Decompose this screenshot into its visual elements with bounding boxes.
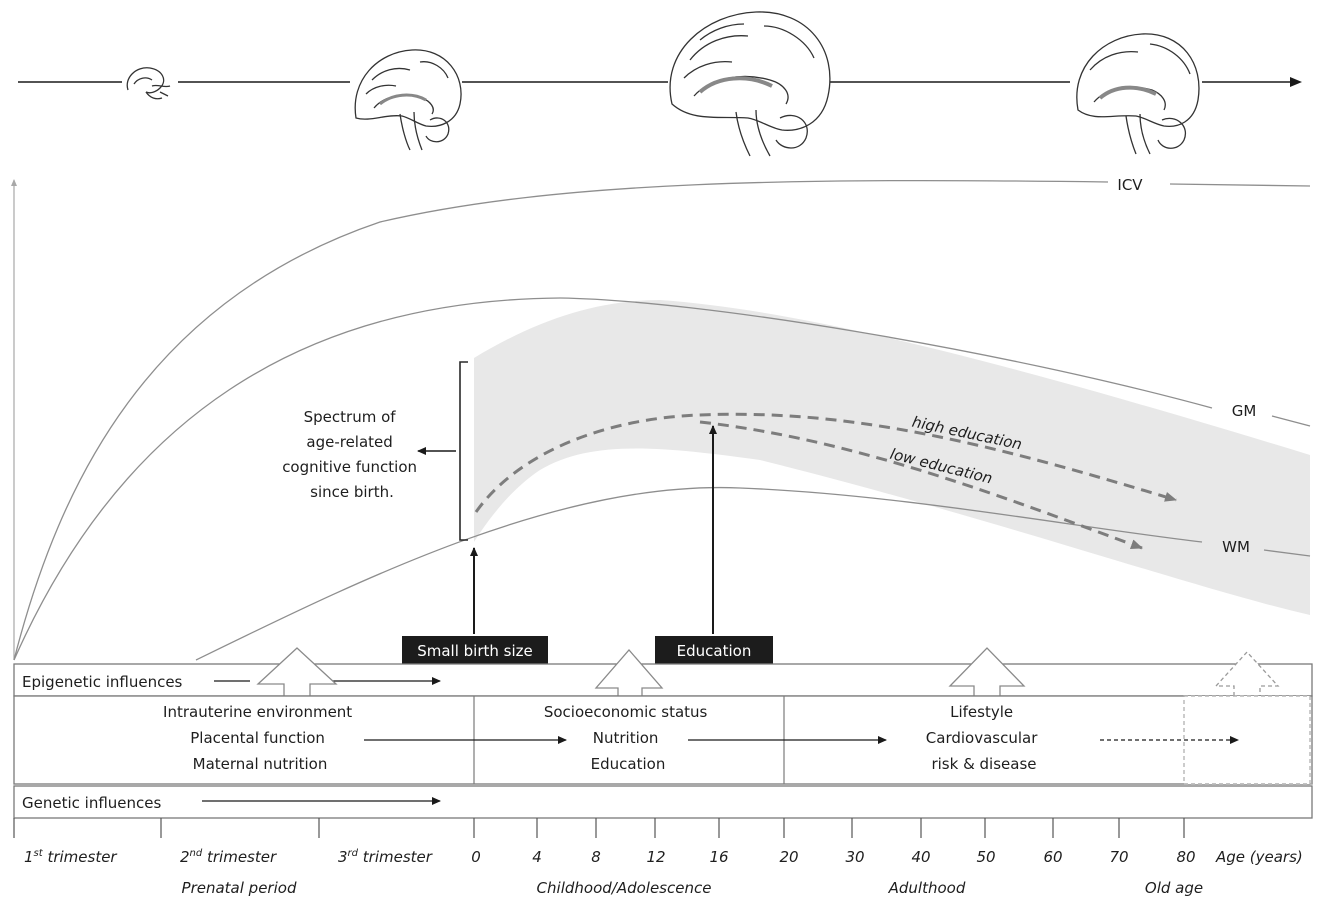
tick-label: 12 [646,848,665,866]
adulthood-factors: Lifestyle Cardiovascular risk & disease [926,703,1042,773]
trimester-3-label: 3rd trimester [338,848,433,866]
tick-label: 60 [1043,848,1062,866]
newborn-brain-icon [354,49,462,151]
tick-label: 30 [845,848,864,866]
age-tick-labels: 0 4 8 12 16 20 30 40 50 60 70 80 [471,848,1195,866]
tick-label: 70 [1109,848,1128,866]
tick-label: 0 [471,848,481,866]
small-birth-size-label: Small birth size [402,636,548,664]
tick-label: 4 [532,848,542,866]
epigenetic-label: Epigenetic influences [22,673,183,691]
trimester-2-label: 2nd trimester [180,848,277,866]
period-adulthood: Adulthood [888,879,966,897]
prenatal-up-arrow-icon [256,647,338,697]
icv-label: ICV [1117,176,1143,194]
embryo-brain-icon [126,67,171,100]
top-timeline [18,11,1302,157]
tick-label: 80 [1176,848,1195,866]
age-axis [13,818,1185,838]
spectrum-text: Spectrum of age-related cognitive functi… [282,408,422,501]
genetic-influences-bar: Genetic influences [13,785,1313,819]
prenatal-factors: Intrauterine environment Placental funct… [163,703,357,773]
period-childhood: Childhood/Adolescence [537,879,712,897]
high-education-trajectory [474,412,1177,513]
oldage-up-arrow-icon [1214,651,1280,697]
period-labels: Prenatal period Childhood/Adolescence Ad… [182,879,1204,897]
age-unit-label: Age (years) [1215,848,1303,866]
timeline-arrowhead-icon [1290,77,1302,87]
period-old-age: Old age [1145,879,1203,897]
spectrum-bracket [459,361,468,541]
period-prenatal: Prenatal period [182,879,297,897]
trimester-1-label: 1st trimester [24,848,117,866]
tick-label: 40 [911,848,930,866]
epigenetic-influences-bar: Epigenetic influences [13,663,1313,697]
low-education-trajectory [699,420,1143,550]
wm-label: WM [1222,538,1250,556]
education-factor-label: Education [655,636,773,664]
wm-curve [195,486,1203,661]
childhood-factors: Socioeconomic status Nutrition Education [544,703,712,773]
aged-brain-icon [1076,33,1200,155]
adolescent-brain-icon [669,11,831,157]
tick-label: 8 [591,848,601,866]
svg-text:Education: Education [677,642,752,660]
childhood-up-arrow-icon [594,649,664,697]
trimester-labels: 1st trimester 2nd trimester 3rd trimeste… [24,848,433,866]
icv-curve [13,179,1109,661]
genetic-label: Genetic influences [22,794,161,812]
gm-label: GM [1232,402,1257,420]
tick-label: 50 [976,848,995,866]
adulthood-up-arrow-icon [948,647,1026,697]
gm-curve [13,297,1213,661]
environmental-influences-row: Intrauterine environment Placental funct… [13,695,1313,785]
tick-label: 20 [779,848,798,866]
tick-label: 16 [709,848,728,866]
cognitive-function-band [474,300,1310,615]
svg-text:Small birth size: Small birth size [417,642,533,660]
